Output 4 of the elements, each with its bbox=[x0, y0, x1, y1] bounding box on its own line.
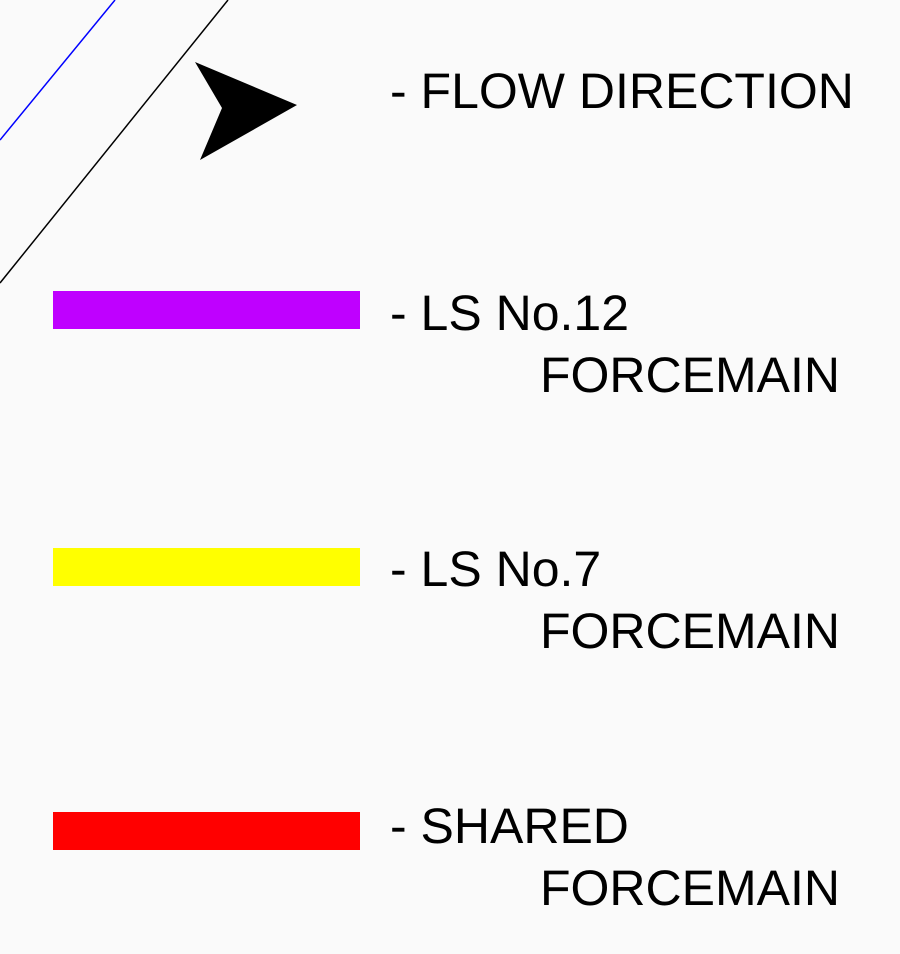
legend-label: - FLOW DIRECTION bbox=[390, 62, 855, 121]
legend-label: - LS No.7 FORCEMAIN bbox=[390, 540, 841, 661]
legend-label: - SHARED FORCEMAIN bbox=[390, 797, 841, 918]
legend-label: - LS No.12 FORCEMAIN bbox=[390, 284, 841, 405]
